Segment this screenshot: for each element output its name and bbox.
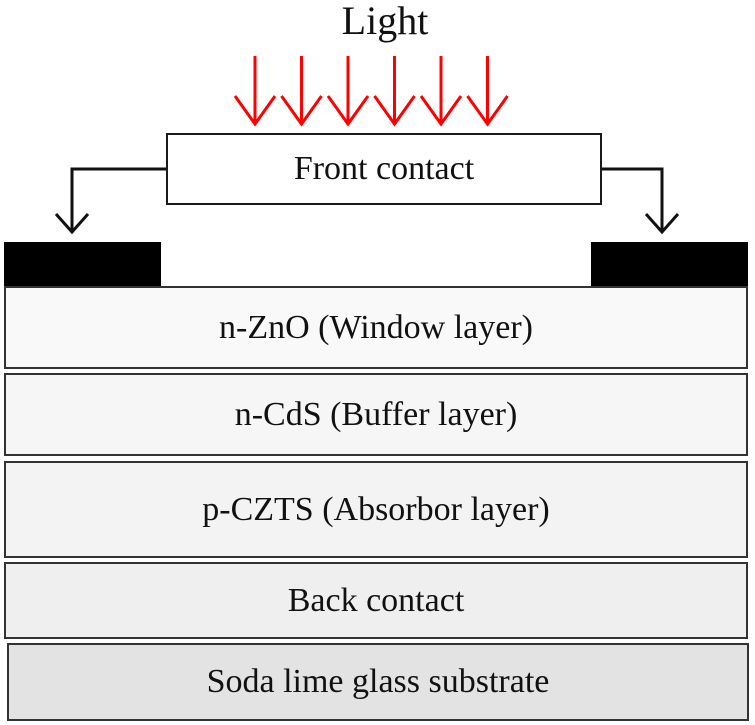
light-arrow-head [326,95,370,127]
window-layer: n-ZnO (Window layer) [4,286,748,369]
light-label: Light [341,0,429,43]
right-lead-arrowhead [644,213,680,235]
light-arrow-head [233,95,277,127]
left-electrode [4,242,161,286]
window-layer-label: n-ZnO (Window layer) [219,308,533,346]
front-contact-box: Front contact [166,133,602,205]
left-lead-wire [70,167,166,230]
buffer-layer-label: n-CdS (Buffer layer) [234,395,518,433]
front-contact-label: Front contact [293,150,475,187]
absorber-layer: p-CZTS (Absorbor layer) [4,461,748,558]
right-lead-wire [602,167,664,230]
light-arrow-head [373,95,416,127]
glass-substrate-layer: Soda lime glass substrate [7,643,749,721]
incident-light-arrows [233,56,509,127]
glass-substrate-label: Soda lime glass substrate [206,663,550,700]
light-arrow-head [466,95,509,127]
back-contact-label: Back contact [287,581,465,619]
light-arrow-head [419,95,463,127]
left-lead-arrowhead [54,213,90,235]
back-contact-layer: Back contact [4,562,748,639]
right-electrode [591,242,748,286]
buffer-layer: n-CdS (Buffer layer) [4,373,748,456]
light-arrow-head [280,95,323,127]
absorber-layer-label: p-CZTS (Absorbor layer) [202,490,550,528]
